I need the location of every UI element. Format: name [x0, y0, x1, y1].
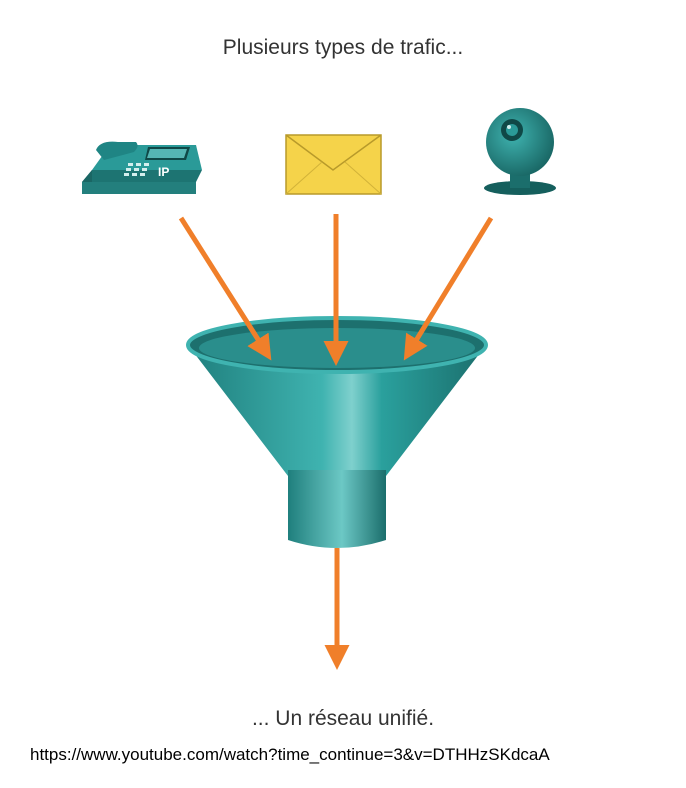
arrow-webcam-to-funnel [403, 216, 494, 361]
title-top: Plusieurs types de trafic... [222, 36, 464, 59]
phone-ip-label: IP [158, 165, 169, 179]
title-bottom: ... Un réseau unifié. [251, 707, 435, 730]
arrow-phone-to-funnel [178, 216, 272, 361]
source-url: https://www.youtube.com/watch?time_conti… [30, 745, 550, 764]
webcam-icon [484, 108, 556, 195]
envelope-icon [285, 134, 382, 195]
ip-phone-icon: IP [82, 141, 202, 194]
